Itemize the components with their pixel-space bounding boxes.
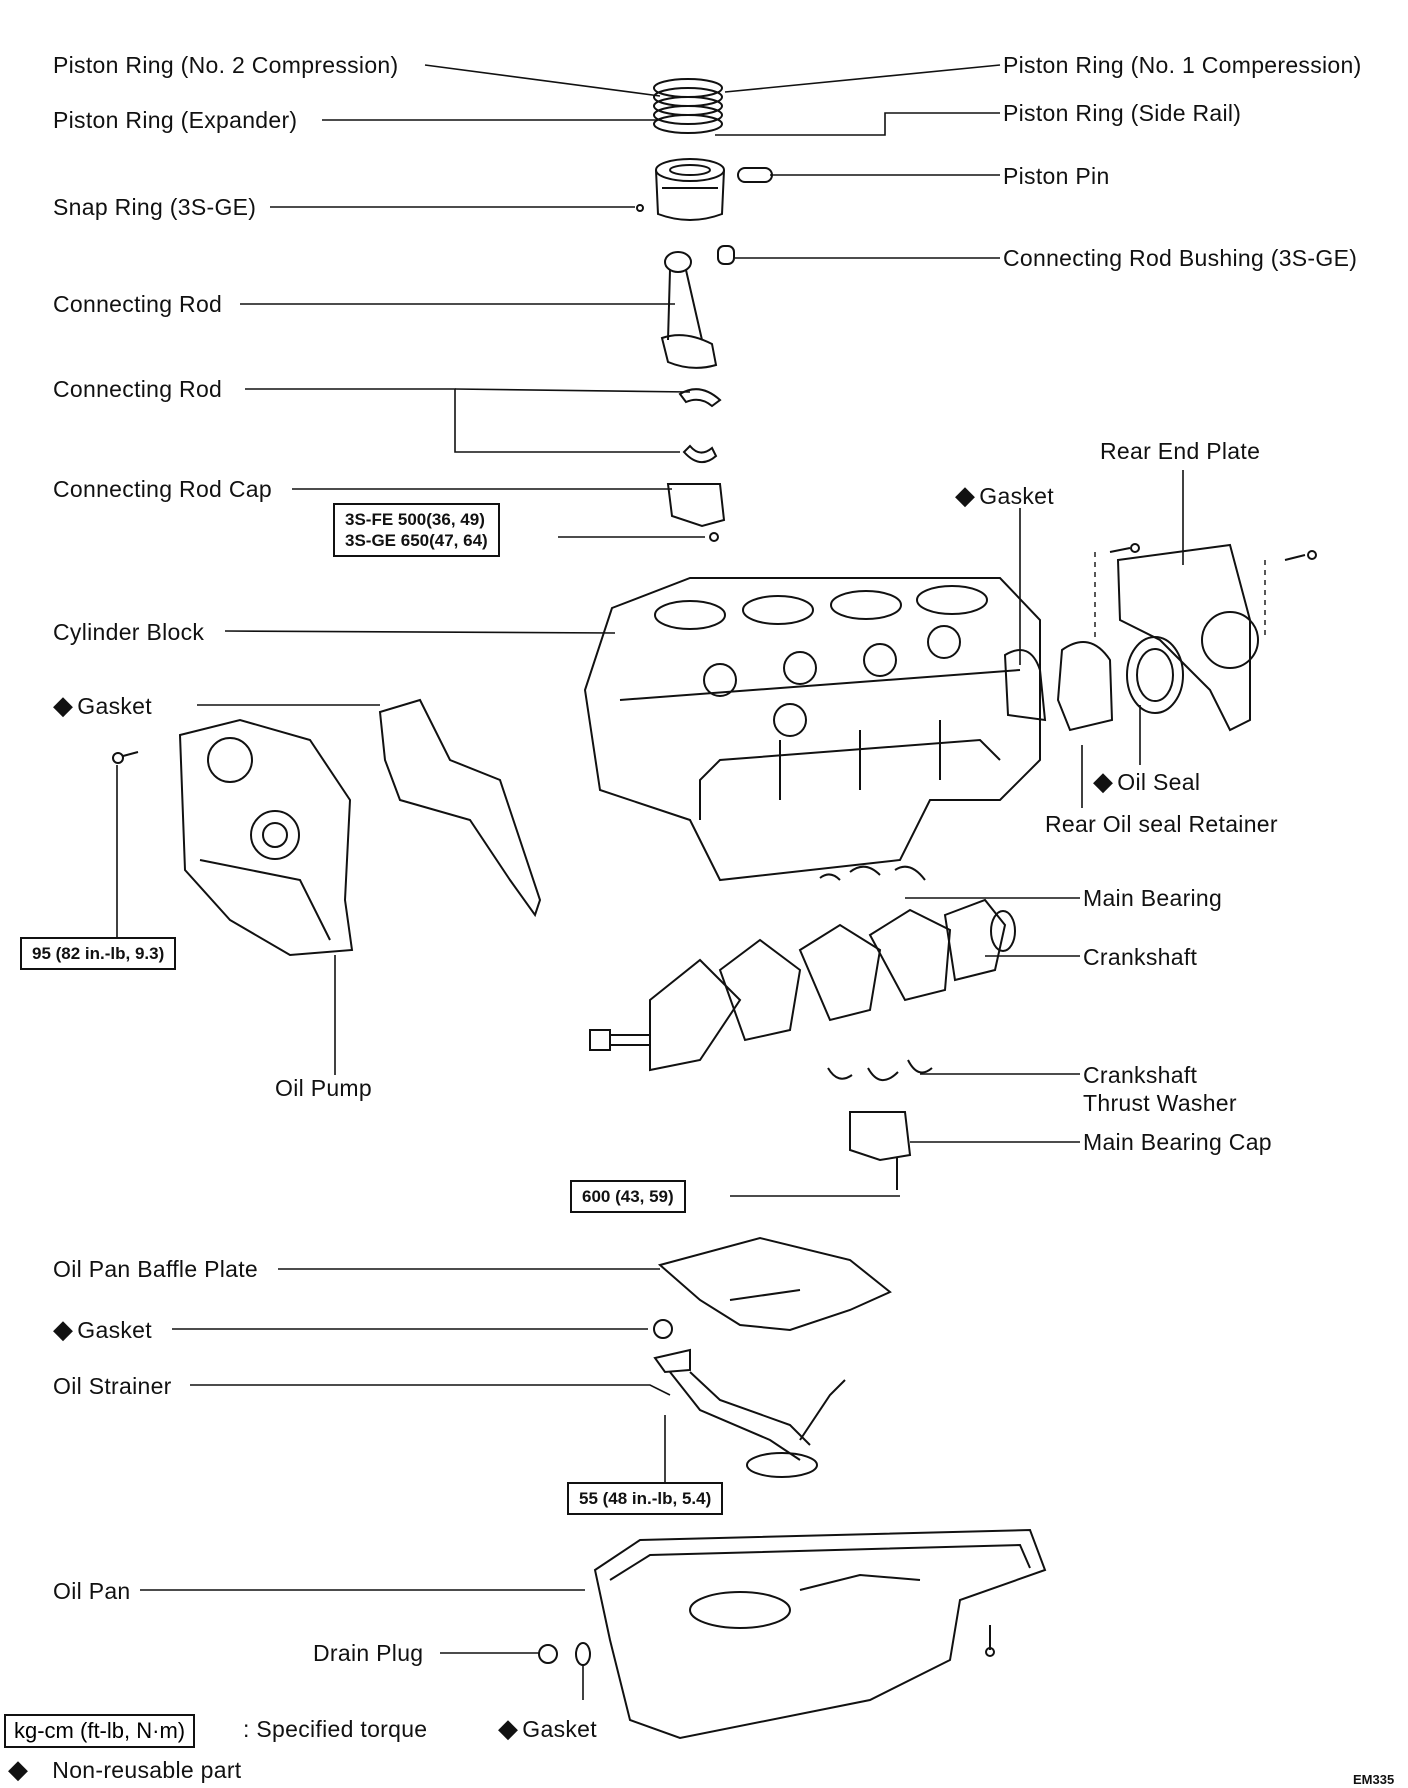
label-gasket-strainer-text: Gasket (77, 1317, 152, 1343)
label-oil-strainer: Oil Strainer (53, 1373, 172, 1399)
piston-drawing (636, 158, 773, 221)
label-oil-pan-baffle-plate: Oil Pan Baffle Plate (53, 1256, 259, 1282)
label-main-bearing-cap: Main Bearing Cap (1083, 1129, 1272, 1155)
label-piston-ring-no2: Piston Ring (No. 2 Compression) (53, 52, 399, 78)
label-oil-pan: Oil Pan (53, 1578, 131, 1604)
label-gasket-strainer: ◆Gasket (53, 1316, 152, 1343)
torque-box-oil-pump: 95 (82 in.-lb, 9.3) (20, 937, 177, 970)
label-gasket-rear: ◆Gasket (955, 482, 1054, 509)
rod-bearings-drawing (666, 388, 726, 542)
legend-nonreusable: ◆ Non-reusable part (8, 1756, 242, 1783)
torque-conrod-cap-line2: 3S-GE 650(47, 64) (345, 531, 488, 550)
label-connecting-rod: Connecting Rod (53, 291, 223, 317)
label-connecting-rod-cap: Connecting Rod Cap (53, 476, 272, 502)
diamond-icon: ◆ (53, 690, 74, 720)
torque-box-conrod-cap: 3S-FE 500(36, 49) 3S-GE 650(47, 64) (333, 503, 500, 557)
diamond-icon: ◆ (498, 1713, 519, 1743)
label-crankshaft: Crankshaft (1083, 944, 1198, 970)
label-gasket-drain-text: Gasket (522, 1716, 597, 1742)
label-oil-seal: ◆Oil Seal (1093, 768, 1200, 795)
label-piston-pin: Piston Pin (1003, 163, 1110, 189)
diamond-icon: ◆ (53, 1314, 74, 1344)
label-snap-ring: Snap Ring (3S-GE) (53, 194, 257, 220)
label-gasket-front: ◆Gasket (53, 692, 152, 719)
figure-id: EM335 (1353, 1772, 1395, 1787)
label-main-bearing: Main Bearing (1083, 885, 1223, 911)
legend-torque-desc: : Specified torque (243, 1716, 428, 1742)
label-piston-ring-expander: Piston Ring (Expander) (53, 107, 298, 133)
diamond-icon: ◆ (1093, 766, 1114, 796)
torque-box-strainer: 55 (48 in.-lb, 5.4) (567, 1482, 724, 1515)
label-gasket-front-text: Gasket (77, 693, 152, 719)
piston-rings-drawing (653, 78, 723, 134)
label-gasket-rear-text: Gasket (979, 483, 1054, 509)
label-cylinder-block: Cylinder Block (53, 619, 205, 645)
torque-conrod-cap-line1: 3S-FE 500(36, 49) (345, 510, 485, 529)
label-piston-ring-no1: Piston Ring (No. 1 Comperession) (1003, 52, 1362, 78)
label-rear-end-plate: Rear End Plate (1100, 438, 1261, 464)
torque-box-main-cap: 600 (43, 59) (570, 1180, 686, 1213)
diamond-icon: ◆ (955, 480, 976, 510)
label-thrust-washer-line1: Crankshaft (1083, 1062, 1198, 1088)
oil-pan-drawing (538, 1528, 1047, 1740)
label-piston-ring-side-rail: Piston Ring (Side Rail) (1003, 100, 1242, 126)
label-rear-oil-seal-retainer: Rear Oil seal Retainer (1045, 811, 1278, 837)
label-gasket-drain: ◆Gasket (498, 1715, 597, 1742)
legend-torque-unit: kg-cm (ft-lb, N·m) (4, 1714, 196, 1748)
leader-lines (116, 64, 1184, 1700)
label-oil-pump: Oil Pump (275, 1075, 372, 1101)
connecting-rod-drawing (660, 245, 735, 369)
cylinder-block-drawing (583, 577, 1041, 882)
legend-nonreusable-text: Non-reusable part (52, 1757, 242, 1783)
diamond-icon: ◆ (8, 1754, 29, 1784)
label-oil-seal-text: Oil Seal (1117, 769, 1201, 795)
oil-pump-drawing (112, 698, 542, 957)
label-connecting-rod-bearing: Connecting Rod (53, 376, 223, 402)
label-drain-plug: Drain Plug (313, 1640, 424, 1666)
label-conrod-bushing: Connecting Rod Bushing (3S-GE) (1003, 245, 1358, 271)
crankshaft-drawing (589, 865, 1016, 1190)
rear-parts-drawing (1003, 543, 1317, 732)
baffle-strainer-drawing (653, 1236, 892, 1478)
label-thrust-washer-line2: Thrust Washer (1083, 1090, 1237, 1116)
